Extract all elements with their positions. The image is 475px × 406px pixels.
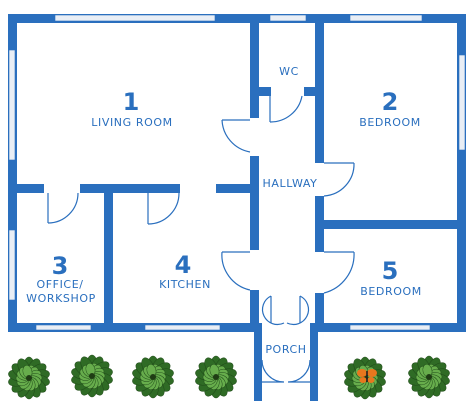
- door-wc[interactable]: [269, 95, 303, 123]
- walls: [8, 14, 466, 401]
- window-bedroom-2-side: [458, 54, 466, 151]
- room-1-number: 1: [123, 88, 140, 116]
- room-4-number: 4: [175, 251, 192, 279]
- porch-wall-left: [254, 323, 262, 401]
- wall-hall-right-middle: [315, 196, 324, 252]
- room-3-number: 3: [52, 252, 69, 280]
- wall-living-office-left: [17, 184, 44, 193]
- window-wc: [269, 14, 307, 22]
- outer-wall-top: [8, 14, 466, 23]
- door-living-hallway[interactable]: [221, 119, 251, 153]
- plant-icon: [132, 355, 174, 399]
- room-1-name: LIVING ROOM: [91, 116, 172, 129]
- door-office[interactable]: [47, 192, 79, 224]
- plants: [8, 354, 450, 400]
- door-porch-left-leaf[interactable]: [261, 295, 285, 326]
- door-front-left-leaf[interactable]: [261, 359, 285, 383]
- wall-living-south-middle: [80, 184, 180, 193]
- window-office: [35, 324, 92, 331]
- plant-center: [150, 374, 156, 380]
- window-living-left: [8, 49, 16, 161]
- plant-icon: [8, 356, 50, 400]
- wc-label: WC: [279, 65, 299, 78]
- room-4-name: KITCHEN: [159, 278, 211, 291]
- wall-bedroom2-bedroom5: [324, 220, 457, 229]
- door-front-right-leaf[interactable]: [287, 359, 311, 383]
- doors: [47, 95, 355, 383]
- outer-wall-right: [457, 14, 466, 332]
- plant-icon: [71, 354, 113, 398]
- wall-hall-right-bottom: [315, 293, 324, 323]
- wall-living-wc: [250, 23, 259, 118]
- butterfly-icon: [357, 369, 377, 383]
- window-bedroom-5: [349, 324, 431, 331]
- window-bedroom-2: [349, 14, 423, 22]
- plant-icon: [408, 355, 450, 399]
- plant-center: [26, 375, 32, 381]
- room-5-number: 5: [382, 257, 399, 285]
- plant-center: [213, 374, 219, 380]
- plant-center: [426, 374, 432, 380]
- door-bedroom-5[interactable]: [323, 251, 355, 294]
- porch-wall-right: [310, 323, 318, 401]
- wall-hall-left-middle: [250, 156, 259, 250]
- plant-center: [89, 373, 95, 379]
- outer-wall-left: [8, 14, 17, 332]
- room-labels: 1 LIVING ROOM 2 BEDROOM 3 OFFICE/ WORKSH…: [26, 65, 422, 356]
- room-3-name: OFFICE/: [36, 278, 83, 291]
- door-kitchen-hallway[interactable]: [221, 251, 251, 291]
- wall-wc-bottom-left: [259, 87, 271, 96]
- wall-hall-right-top: [315, 23, 324, 163]
- room-5-name: BEDROOM: [360, 285, 422, 298]
- wall-hall-left-bottom: [250, 290, 259, 323]
- door-kitchen-from-living[interactable]: [147, 192, 180, 225]
- hallway-label: HALLWAY: [263, 177, 318, 190]
- room-2-number: 2: [382, 88, 399, 116]
- wall-wc-bottom-right: [304, 87, 315, 96]
- room-2-name: BEDROOM: [359, 116, 421, 129]
- window-office-left: [8, 229, 16, 301]
- outer-wall-bottom-left: [8, 323, 254, 332]
- room-3-name-line2: WORKSHOP: [26, 292, 96, 305]
- windows: [8, 14, 466, 331]
- porch-label: PORCH: [265, 343, 306, 356]
- window-kitchen: [144, 324, 221, 331]
- wall-office-kitchen: [104, 191, 113, 323]
- plant-icon: [195, 355, 237, 399]
- door-porch-right-leaf[interactable]: [286, 295, 310, 326]
- wall-living-south-right: [216, 184, 250, 193]
- door-bedroom-2[interactable]: [323, 162, 355, 197]
- window-living-room: [54, 14, 216, 22]
